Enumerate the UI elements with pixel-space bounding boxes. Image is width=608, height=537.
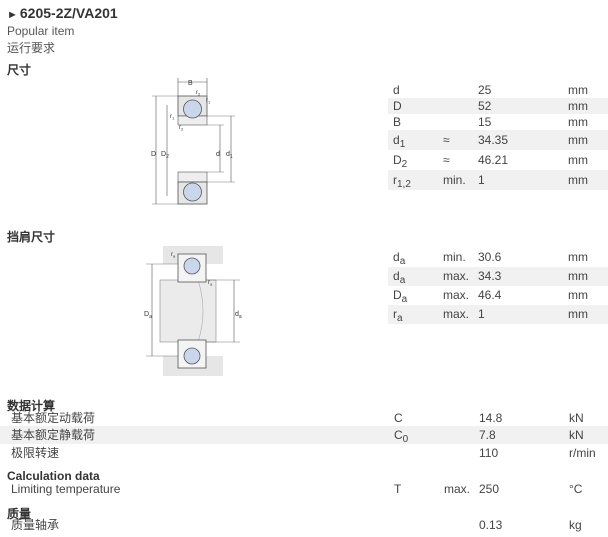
- popular-item-label: Popular item: [7, 24, 75, 38]
- bearing-dimension-drawing: B D D2 d d1 r2 r1 r1 r2: [151, 78, 235, 205]
- label-D: D: [151, 151, 156, 158]
- label-ra-top: ra: [171, 252, 176, 259]
- requirement-label: 运行要求: [7, 41, 56, 55]
- label-B: B: [188, 80, 193, 87]
- dimensions-heading: 尺寸: [7, 63, 32, 77]
- mass-heading: 质量: [7, 507, 32, 521]
- label-r1-outer: r1: [206, 98, 211, 105]
- label-ra-inner: ra: [208, 280, 213, 287]
- calc-cn-heading: 数据计算: [7, 399, 56, 413]
- label-D2: D2: [161, 151, 169, 160]
- label-Da: Da: [144, 311, 152, 320]
- label-d1: d1: [226, 151, 233, 160]
- label-r2-inner: r2: [179, 125, 184, 132]
- shaft: [159, 279, 217, 343]
- calc-en-heading: Calculation data: [7, 469, 100, 483]
- ball-top: [183, 257, 201, 275]
- label-d: d: [216, 151, 220, 158]
- ball-bottom: [183, 347, 201, 365]
- label-r2: r2: [196, 90, 201, 97]
- triangle-icon: ►: [7, 9, 18, 21]
- abutment-drawing: Da da ra ra: [144, 246, 242, 376]
- ball-top: [183, 99, 202, 119]
- label-da: da: [235, 311, 242, 320]
- label-r1-inner: r1: [170, 114, 175, 121]
- ball-bottom: [183, 182, 202, 202]
- inner-ring-bottom: [177, 171, 208, 183]
- abutment-heading: 挡肩尺寸: [7, 230, 56, 244]
- product-title: ►6205-2Z/VA201: [7, 5, 118, 21]
